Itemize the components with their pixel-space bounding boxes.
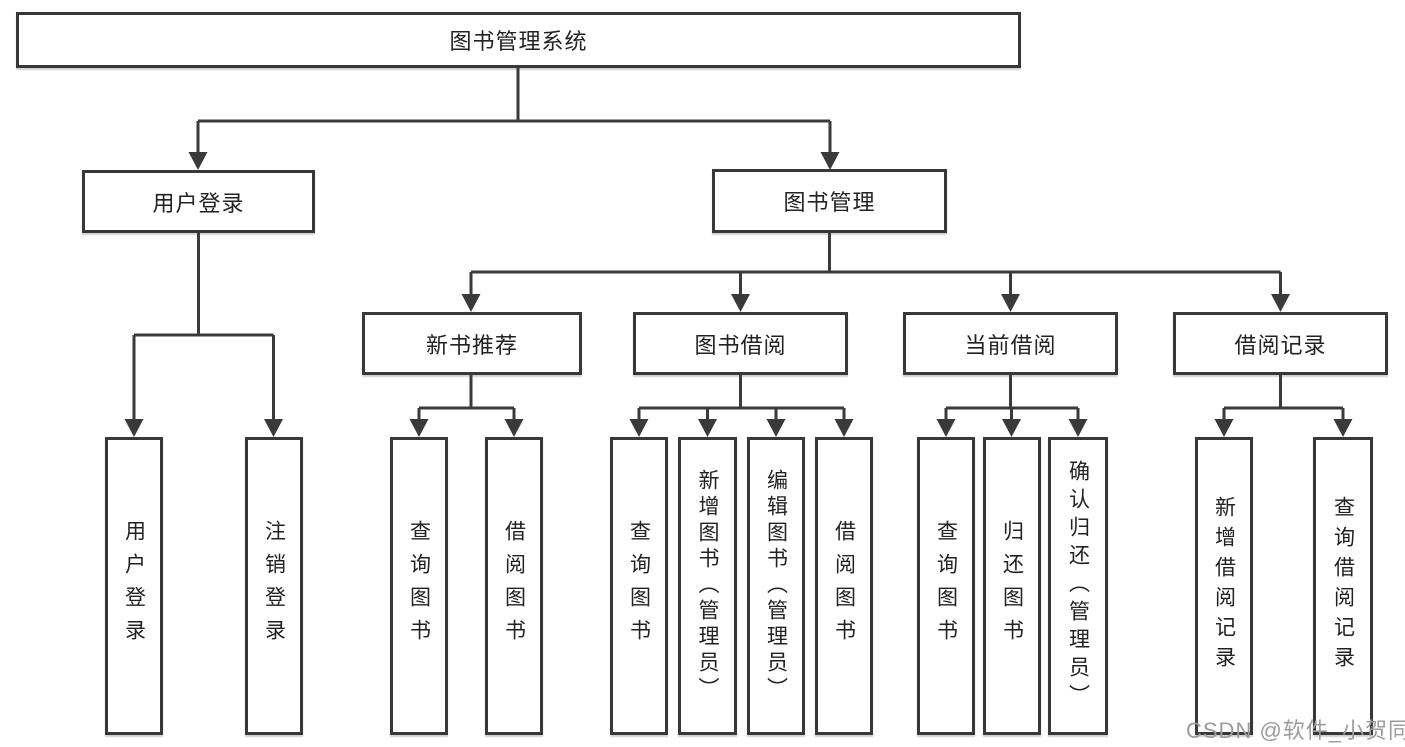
node-label: 图书管理系统 — [449, 29, 588, 54]
node-label: 当前借阅 — [964, 332, 1057, 358]
csdn-watermark: CSDN @软件_小贺同学 — [1186, 718, 1405, 743]
leaf-label: 确认归还（管理员） — [1066, 460, 1090, 712]
leaf-query-books-1: 查询图书 — [390, 437, 448, 735]
leaf-query-books-3: 查询图书 — [917, 437, 975, 735]
node-label: 图书借阅 — [694, 332, 787, 358]
connector-root-to-level2 — [196, 68, 832, 153]
leaf-label: 查询借阅记录 — [1331, 496, 1355, 676]
node-label: 用户登录 — [152, 190, 245, 216]
leaf-label: 归还图书 — [1000, 520, 1024, 652]
leaf-logout: 注销登录 — [245, 437, 303, 735]
leaf-return-book: 归还图书 — [983, 437, 1041, 735]
leaf-add-borrow-record: 新增借阅记录 — [1195, 437, 1253, 735]
leaf-label: 新增图书（管理员） — [696, 469, 719, 703]
leaf-label: 编辑图书（管理员） — [764, 469, 788, 703]
node-book-management: 图书管理 — [712, 169, 947, 233]
leaf-borrow-books-1: 借阅图书 — [485, 437, 543, 735]
leaf-label: 查询图书 — [934, 520, 958, 652]
node-current-borrow: 当前借阅 — [903, 312, 1118, 375]
leaf-add-book-admin: 新增图书（管理员） — [678, 437, 737, 735]
node-library-management-system: 图书管理系统 — [16, 12, 1021, 68]
node-label: 借阅记录 — [1234, 332, 1327, 358]
node-book-borrow: 图书借阅 — [633, 312, 848, 375]
connector-new-books-split — [417, 375, 516, 421]
leaf-label: 借阅图书 — [502, 520, 526, 652]
connector-book-borrow-split — [637, 375, 846, 421]
leaf-label: 用户登录 — [122, 520, 146, 652]
connector-user-login-split — [132, 233, 275, 420]
leaf-label: 查询图书 — [407, 520, 431, 652]
leaf-user-login: 用户登录 — [105, 437, 163, 735]
node-label: 新书推荐 — [425, 332, 518, 358]
node-new-book-recommend: 新书推荐 — [362, 312, 582, 375]
leaf-label: 注销登录 — [262, 520, 286, 652]
connector-book-mgmt-split — [469, 233, 1282, 295]
leaf-label: 新增借阅记录 — [1212, 496, 1236, 676]
leaf-query-borrow-record: 查询借阅记录 — [1313, 437, 1373, 735]
connector-borrow-records-split — [1222, 375, 1345, 421]
node-borrow-records: 借阅记录 — [1173, 312, 1388, 375]
leaf-borrow-books-2: 借阅图书 — [815, 437, 873, 735]
leaf-label: 借阅图书 — [832, 520, 856, 652]
leaf-edit-book-admin: 编辑图书（管理员） — [747, 437, 805, 735]
leaf-confirm-return-admin: 确认归还（管理员） — [1048, 437, 1108, 735]
connector-current-borrow-split — [944, 375, 1080, 421]
node-label: 图书管理 — [783, 190, 876, 215]
leaf-query-books-2: 查询图书 — [610, 437, 668, 735]
node-user-login: 用户登录 — [82, 170, 315, 233]
leaf-label: 查询图书 — [627, 520, 651, 652]
